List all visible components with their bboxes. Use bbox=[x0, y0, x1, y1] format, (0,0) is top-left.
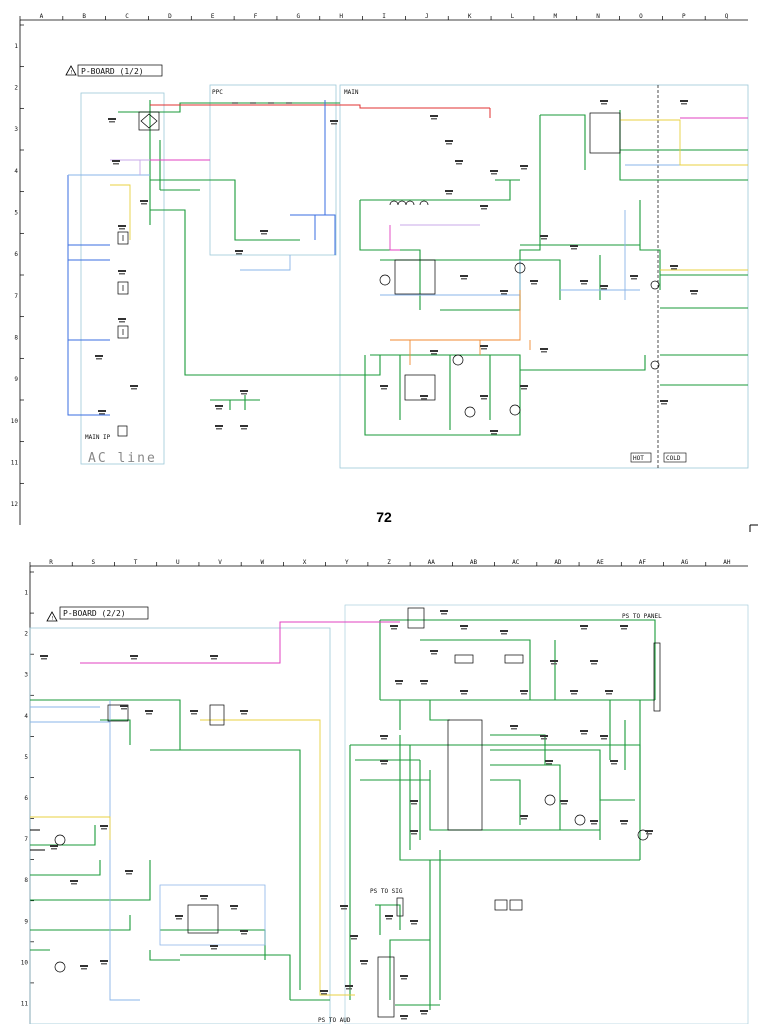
label-cold: COLD bbox=[666, 455, 681, 462]
svg-text:!: ! bbox=[70, 70, 73, 76]
column-label: B bbox=[82, 13, 86, 20]
column-label: P bbox=[682, 13, 686, 20]
row-label: 3 bbox=[24, 672, 28, 679]
column-label: T bbox=[134, 559, 138, 566]
row-label: 12 bbox=[11, 501, 19, 508]
column-label: AH bbox=[723, 559, 731, 566]
sheet-1-blue-traces bbox=[67, 100, 336, 416]
column-label: U bbox=[176, 559, 180, 566]
column-label: O bbox=[639, 13, 643, 20]
sheet-2-component-labels bbox=[40, 610, 653, 1020]
column-label: C bbox=[125, 13, 129, 20]
row-label: 10 bbox=[11, 418, 19, 425]
column-label: G bbox=[297, 13, 301, 20]
column-label: AA bbox=[428, 559, 436, 566]
column-label: AF bbox=[639, 559, 647, 566]
row-label: 9 bbox=[14, 376, 18, 383]
column-label: AD bbox=[554, 559, 562, 566]
row-label: 2 bbox=[24, 631, 28, 638]
column-label: N bbox=[596, 13, 600, 20]
column-label: AG bbox=[681, 559, 689, 566]
svg-text:P-BOARD (2/2): P-BOARD (2/2) bbox=[63, 609, 126, 618]
column-label: Z bbox=[387, 559, 391, 566]
label-ps-to-aud: PS TO AUD bbox=[318, 1017, 351, 1024]
row-label: 5 bbox=[24, 754, 28, 761]
row-label: 7 bbox=[14, 293, 18, 300]
sheet-1-green-traces bbox=[118, 100, 748, 436]
sheet-2-column-ruler: R S T U V W X Y Z AA AB AC AD AE AF AG AH bbox=[29, 559, 731, 566]
column-label: AB bbox=[470, 559, 478, 566]
row-label: 11 bbox=[21, 1000, 29, 1007]
row-label: 1 bbox=[14, 43, 18, 50]
label-ac-line: AC line bbox=[88, 451, 157, 466]
column-label: W bbox=[260, 559, 264, 566]
column-label: X bbox=[303, 559, 307, 566]
row-label: 6 bbox=[24, 795, 28, 802]
row-label: 4 bbox=[14, 168, 18, 175]
sheet-2-row-ruler: 1 2 3 4 5 6 7 8 9 10 11 bbox=[21, 571, 34, 1007]
column-label: Q bbox=[725, 13, 729, 20]
row-label: 8 bbox=[24, 877, 28, 884]
column-label: R bbox=[49, 559, 53, 566]
row-label: 10 bbox=[21, 959, 29, 966]
sheet-2-green-traces bbox=[30, 619, 656, 1010]
sheet-1-board-title: ! P-BOARD (1/2) bbox=[65, 64, 163, 77]
svg-text:!: ! bbox=[51, 616, 54, 622]
sheet-1-components bbox=[117, 102, 660, 437]
column-label: I bbox=[382, 13, 386, 20]
column-label: E bbox=[211, 13, 215, 20]
column-label: D bbox=[168, 13, 172, 20]
row-label: 6 bbox=[14, 251, 18, 258]
label-main-ip: MAIN IP bbox=[85, 434, 111, 441]
column-label: K bbox=[468, 13, 472, 20]
row-label: 4 bbox=[24, 713, 28, 720]
row-label: 11 bbox=[11, 460, 19, 467]
sheet-1-component-labels bbox=[95, 100, 698, 435]
row-label: 8 bbox=[14, 335, 18, 342]
label-hot: HOT bbox=[633, 455, 644, 462]
row-label: 1 bbox=[24, 590, 28, 597]
row-label: 7 bbox=[24, 836, 28, 843]
sheet-2-board-title: ! P-BOARD (2/2) bbox=[46, 606, 149, 622]
column-label: Y bbox=[345, 559, 349, 566]
label-main: MAIN bbox=[344, 89, 359, 96]
sheet-2-components bbox=[54, 607, 661, 1018]
sheet-1-column-ruler: A B C D E F G H I J K L M N O P Q bbox=[19, 13, 729, 20]
column-label: AE bbox=[597, 559, 605, 566]
row-label: 5 bbox=[14, 210, 18, 217]
column-label: A bbox=[40, 13, 44, 20]
column-label: AC bbox=[512, 559, 520, 566]
label-ps-to-panel: PS TO PANEL bbox=[622, 613, 662, 620]
svg-text:P-BOARD (1/2): P-BOARD (1/2) bbox=[81, 67, 144, 76]
column-label: H bbox=[339, 13, 343, 20]
page-number: 72 bbox=[376, 509, 392, 525]
label-ppc: PPC bbox=[212, 89, 223, 96]
column-label: F bbox=[254, 13, 258, 20]
column-label: S bbox=[92, 559, 96, 566]
column-label: J bbox=[425, 13, 429, 20]
row-label: 3 bbox=[14, 126, 18, 133]
row-label: 9 bbox=[24, 918, 28, 925]
column-label: V bbox=[218, 559, 222, 566]
row-label: 2 bbox=[14, 85, 18, 92]
label-ps-to-sig: PS TO SIG bbox=[370, 888, 403, 895]
column-label: M bbox=[553, 13, 557, 20]
column-label: L bbox=[511, 13, 515, 20]
